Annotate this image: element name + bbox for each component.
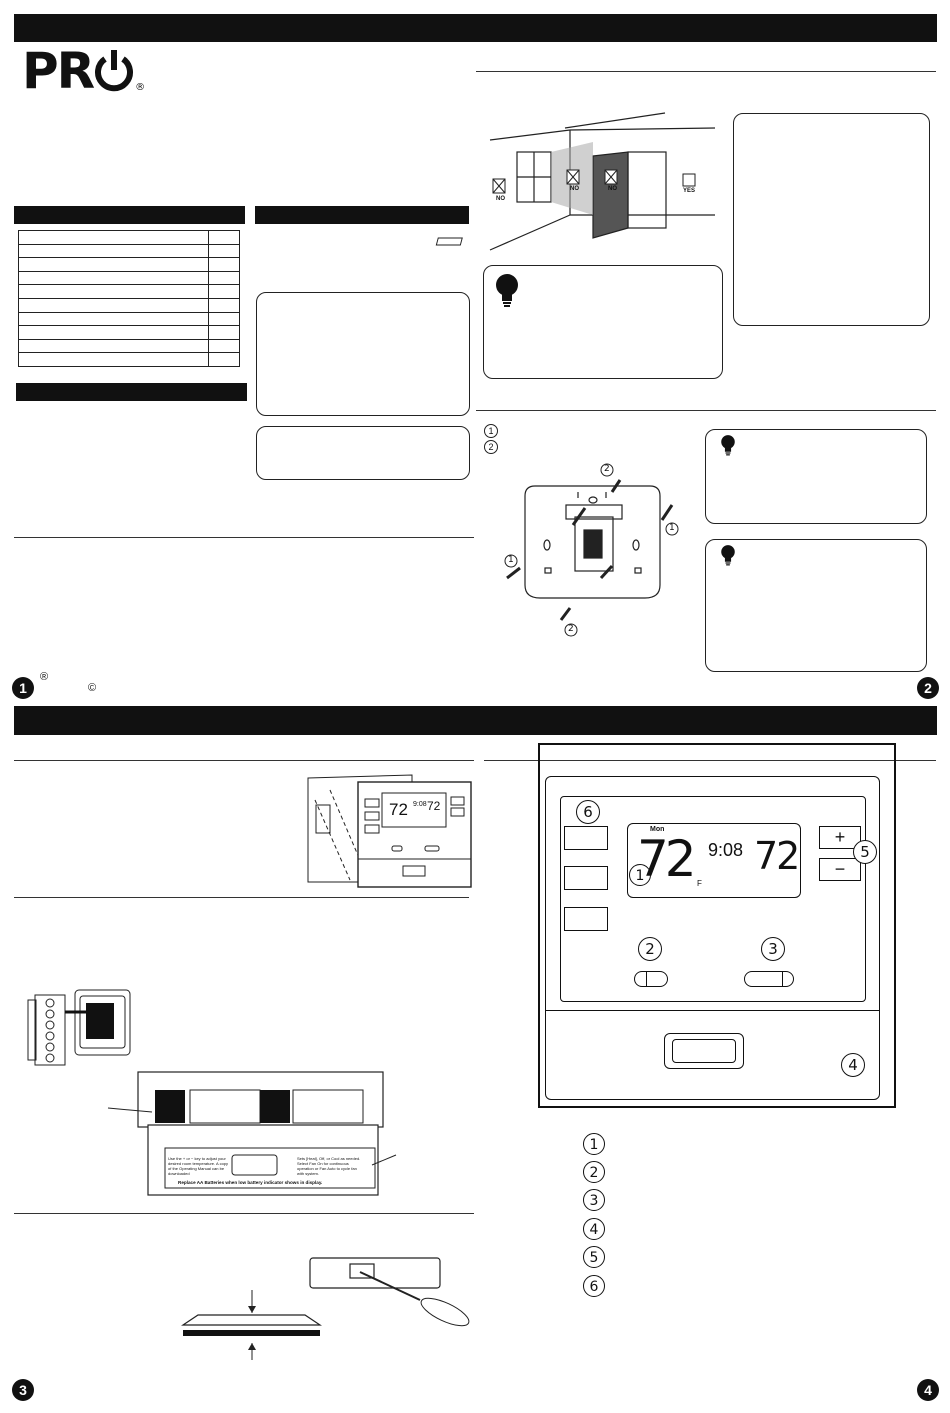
callout-5: 5 <box>853 840 877 864</box>
lightbulb-icon <box>494 273 520 307</box>
table-row <box>18 352 240 367</box>
battery-label-footer: Replace AA Batteries when low battery in… <box>178 1180 323 1185</box>
step-number: 2 <box>488 442 494 452</box>
location-label-no: NO <box>608 186 617 192</box>
table-row <box>18 270 240 286</box>
divider <box>476 71 936 72</box>
page-number-4: 4 <box>917 1379 939 1401</box>
location-tip-box <box>483 265 723 379</box>
thermostat-outer-frame <box>538 743 896 1108</box>
location-label-yes: YES <box>683 188 696 194</box>
legend-number-1: 1 <box>583 1133 605 1155</box>
mode-button-3[interactable] <box>564 907 608 931</box>
temp-up-button[interactable]: + <box>819 826 861 849</box>
warning-note-box <box>256 426 470 480</box>
temp-down-button[interactable]: − <box>819 858 861 881</box>
table-row <box>18 257 240 272</box>
lightbulb-icon <box>720 434 736 456</box>
battery-door-latch[interactable] <box>664 1033 744 1069</box>
faceplate-bottom-line <box>545 1010 880 1011</box>
mount-step-2-marker: 2 <box>484 440 498 454</box>
step-number: 1 <box>488 426 494 436</box>
table-row <box>18 230 240 245</box>
lcd-display <box>627 823 801 898</box>
legend-number-4: 4 <box>583 1218 605 1240</box>
minus-icon: − <box>834 859 846 879</box>
location-label-no: NO <box>496 196 505 202</box>
mode-button-2[interactable] <box>564 866 608 890</box>
middle-header-bar <box>14 706 937 735</box>
registered-mark: ® <box>135 82 146 93</box>
fan-switch-knob <box>782 971 783 987</box>
lcd-day: Mon <box>650 826 665 833</box>
location-note-box <box>733 113 930 326</box>
mount-step-1-marker: 1 <box>484 424 498 438</box>
callout-6: 6 <box>576 800 600 824</box>
table-row <box>18 325 240 340</box>
callout-3: 3 <box>761 937 785 961</box>
table-row <box>18 297 240 313</box>
tools-note-box <box>256 292 470 416</box>
callout-2: 2 <box>638 937 662 961</box>
thermostat-body <box>545 776 880 1100</box>
divider <box>14 537 474 538</box>
fan-switch[interactable] <box>744 971 794 987</box>
copyright-mark: © <box>88 682 97 694</box>
mounting-tip-box-1 <box>705 429 927 524</box>
divider <box>484 760 936 761</box>
power-icon <box>93 50 135 92</box>
page-number-3: 3 <box>12 1379 34 1401</box>
callout-1: 1 <box>629 864 651 886</box>
callout-2: 2 <box>604 464 610 474</box>
system-switch[interactable] <box>634 971 668 987</box>
page-number-2: 2 <box>917 677 939 699</box>
divider <box>14 1213 474 1214</box>
table-row <box>18 243 240 259</box>
plus-icon: + <box>834 827 846 847</box>
lcd-time: 9:08 <box>708 840 744 860</box>
page-number-1: 1 <box>12 677 34 699</box>
callout-1: 1 <box>669 523 675 533</box>
divider <box>14 897 469 898</box>
lcd-room-temp: 72 <box>754 834 800 878</box>
legend-number-2: 2 <box>583 1161 605 1183</box>
mode-button-1[interactable] <box>564 826 608 850</box>
small-display-set-temp: 72 <box>389 800 408 819</box>
mounting-tip-box-2 <box>705 539 927 672</box>
battery-label-right-text: Sets [Heat], Off, or Cool as needed. Sel… <box>297 1156 361 1176</box>
legend-number-5: 5 <box>583 1246 605 1268</box>
section-header-specs <box>16 383 247 401</box>
divider <box>14 760 474 761</box>
registered-mark: ® <box>40 671 49 683</box>
battery-label-left-text: Use the + or − key to adjust your desire… <box>168 1156 229 1176</box>
battery-door-latch-inner <box>672 1039 736 1063</box>
divider <box>476 410 936 411</box>
callout-2: 2 <box>568 624 574 634</box>
lcd-unit: F <box>697 879 702 888</box>
small-display-room-temp: 72 <box>427 799 441 813</box>
legend-number-6: 6 <box>583 1275 605 1297</box>
brand-logo: PR ® <box>22 46 145 113</box>
table-row <box>18 284 240 299</box>
table-row <box>18 338 240 354</box>
small-display-time: 9:08 <box>413 801 427 808</box>
section-header-tools <box>255 206 469 224</box>
callout-1: 1 <box>508 555 514 565</box>
table-row <box>18 311 240 327</box>
parts-table <box>18 230 240 367</box>
lightbulb-icon <box>720 544 736 566</box>
section-header-parts <box>14 206 245 224</box>
top-header-bar <box>14 14 937 42</box>
thermostat-faceplate <box>560 796 866 1002</box>
callout-4: 4 <box>841 1053 865 1077</box>
brand-logo-text: PR <box>22 42 95 100</box>
system-switch-knob <box>646 971 647 987</box>
location-label-no: NO <box>570 186 579 192</box>
legend-number-3: 3 <box>583 1189 605 1211</box>
